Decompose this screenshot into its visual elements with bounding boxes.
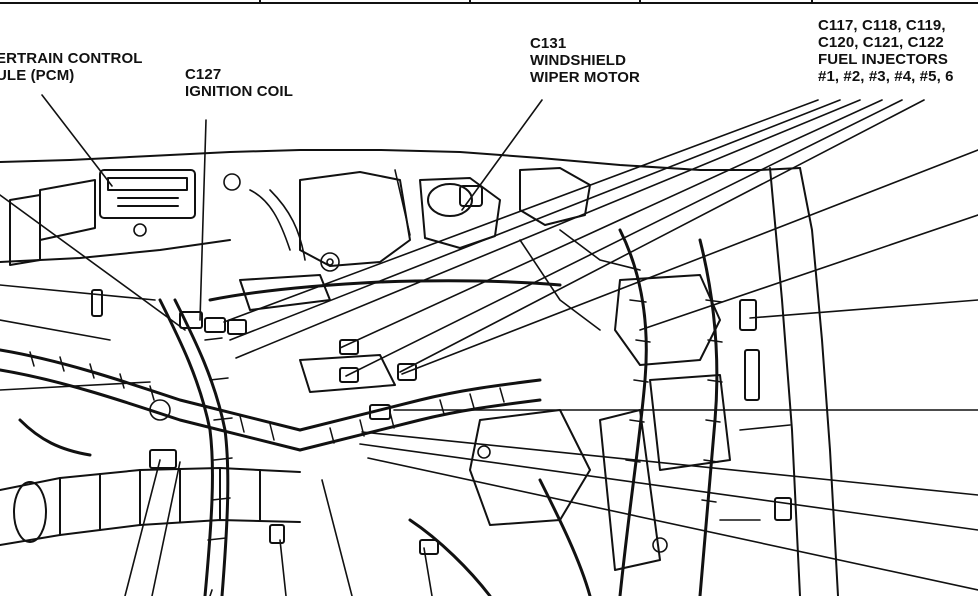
c127-callout: C127 IGNITION COIL <box>185 66 293 100</box>
pcm-callout-line2: ULE (PCM) <box>0 67 75 84</box>
c131-callout: C131 WINDSHIELD WIPER MOTOR <box>530 35 640 86</box>
misc-parts <box>133 169 791 553</box>
callout-leaders <box>0 94 978 596</box>
pcm-callout-line1: ERTRAIN CONTROL <box>0 50 143 67</box>
c131-name-line1: WINDSHIELD <box>530 52 626 69</box>
engine-block <box>239 167 731 571</box>
pcm-module <box>9 169 196 266</box>
c131-code: C131 <box>530 35 567 52</box>
connectors <box>91 185 792 555</box>
air-intake-tube <box>0 467 301 546</box>
pcm-callout: ERTRAIN CONTROL ULE (PCM) <box>0 50 143 84</box>
fuel-injector-callout: C117, C118, C119, C120, C121, C122 FUEL … <box>818 17 954 85</box>
hood-outline <box>0 149 839 596</box>
fuel-injector-callout-line3: FUEL INJECTORS <box>818 51 949 68</box>
fuel-injector-callout-line2: C120, C121, C122 <box>818 34 944 51</box>
c131-name-line2: WIPER MOTOR <box>530 69 640 86</box>
wiring-harness <box>0 228 719 596</box>
c127-name: IGNITION COIL <box>185 83 293 100</box>
fuel-injector-callout-line1: C117, C118, C119, <box>818 17 946 34</box>
c127-code: C127 <box>185 66 222 83</box>
figure-frame <box>0 0 978 4</box>
fuel-injector-callout-line4: #1, #2, #3, #4, #5, 6 <box>818 68 954 85</box>
